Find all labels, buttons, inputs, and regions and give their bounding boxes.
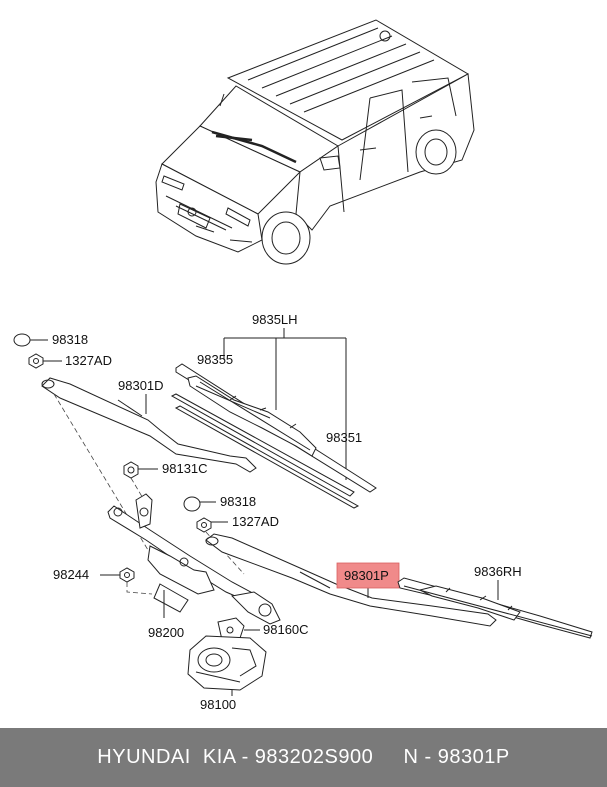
label-98318-b: 98318 <box>220 494 256 509</box>
label-1327AD-a: 1327AD <box>65 353 112 368</box>
linkage-98200: 98200 <box>107 493 281 640</box>
nut-98131C: 98131C <box>123 461 208 479</box>
label-98355: 98355 <box>197 352 233 367</box>
assembly-line-left <box>53 393 149 551</box>
label-98200: 98200 <box>148 625 184 640</box>
nut-1327AD-right: 1327AD <box>196 514 279 533</box>
parts-diagram: 9835LH 98318 1327AD 98301D 98355 98351 <box>13 19 593 712</box>
bolt-98244: 98244 <box>53 567 153 595</box>
label-98244: 98244 <box>53 567 89 582</box>
label-98351: 98351 <box>326 430 362 445</box>
highlight-98301P <box>336 562 400 589</box>
bracket-98160C: 98160C <box>217 617 309 641</box>
nut-1327AD-left: 1327AD <box>28 353 112 369</box>
vehicle-illustration <box>155 19 475 265</box>
label-98318-a: 98318 <box>52 332 88 347</box>
wiper-arm-98301D: 98301D <box>41 377 257 473</box>
label-98131C: 98131C <box>162 461 208 476</box>
motor-98100: 98100 <box>187 635 267 712</box>
wiper-blade-9835LH: 98355 98351 <box>170 352 377 509</box>
label-9835LH: 9835LH <box>252 312 298 327</box>
label-1327AD-b: 1327AD <box>232 514 279 529</box>
label-9836RH: 9836RH <box>474 564 522 579</box>
assembly-line-center <box>130 477 145 501</box>
cap-98318-right: 98318 <box>183 494 256 512</box>
label-98301D: 98301D <box>118 378 164 393</box>
cap-98318-left: 98318 <box>13 332 88 347</box>
label-98301P: 98301P <box>344 568 389 583</box>
label-98100: 98100 <box>200 697 236 712</box>
footer-caption: HYUNDAI KIA - 983202S900 N - 98301P <box>0 728 607 787</box>
wiper-arm-98301P: 98301P <box>205 533 497 627</box>
label-98160C: 98160C <box>263 622 309 637</box>
callout-9835LH: 9835LH <box>223 312 347 480</box>
wiper-blade-9836RH: 9836RH <box>397 564 593 639</box>
